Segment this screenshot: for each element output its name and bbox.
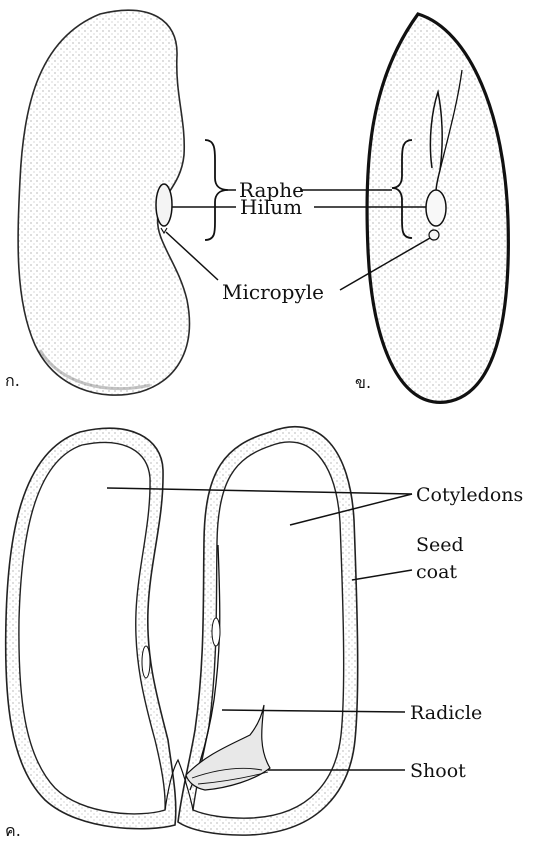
panel-a-letter: ก. [5, 371, 20, 390]
micropyle-label: Micropyle [222, 280, 324, 304]
seed-coat-label-line2: coat [416, 561, 457, 583]
raphe-brace-a [205, 140, 228, 240]
shoot-label: Shoot [410, 760, 466, 782]
cotyledons-label: Cotyledons [416, 484, 523, 506]
panel-c-letter: ค. [5, 821, 21, 840]
panel-c-seed [6, 427, 358, 835]
hilum-shape-b [426, 190, 446, 226]
seed-coat-leader [352, 570, 412, 580]
radicle-node [212, 618, 220, 646]
seed-coat-label-line1: Seed [416, 534, 464, 556]
micropyle-shape-b [429, 230, 439, 240]
panel-a-seed [18, 10, 189, 395]
left-node [142, 646, 150, 678]
panel-b-letter: ข. [355, 373, 371, 392]
hilum-shape [156, 184, 172, 226]
panel-b-seed [367, 14, 508, 402]
hilum-label: Hilum [240, 195, 302, 219]
radicle-label: Radicle [410, 702, 482, 724]
